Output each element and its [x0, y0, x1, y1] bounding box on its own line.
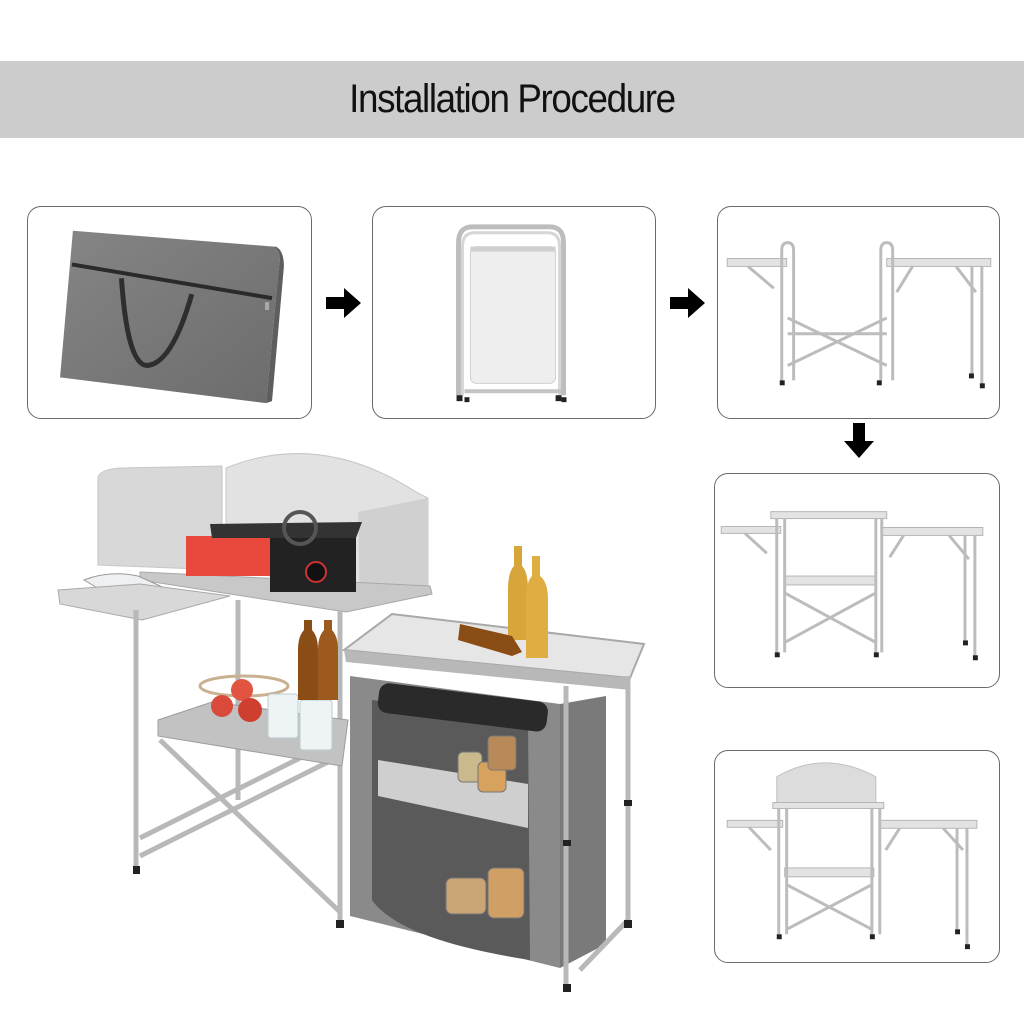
- page-title: Installation Procedure: [349, 77, 676, 121]
- step-3-panel: [717, 206, 1000, 419]
- unfolded-frame-image: [726, 241, 992, 389]
- gas-stove: [186, 510, 362, 592]
- frame-with-windscreen-image: [726, 762, 978, 950]
- arrow-down-icon: [844, 423, 874, 458]
- step-1-panel: [27, 206, 312, 419]
- step-5-panel: [714, 750, 1000, 963]
- header-banner: Installation Procedure: [0, 61, 1024, 138]
- arrow-right-icon: [670, 288, 705, 318]
- step-2-panel: [372, 206, 656, 419]
- step-4-panel: [714, 473, 1000, 688]
- assembled-kitchen-image: [57, 453, 646, 992]
- arrow-right-icon: [326, 288, 361, 318]
- windscreen: [97, 453, 429, 604]
- carry-bag-image: [60, 230, 284, 404]
- folded-table-image: [456, 224, 567, 403]
- frame-with-shelves-image: [720, 511, 984, 661]
